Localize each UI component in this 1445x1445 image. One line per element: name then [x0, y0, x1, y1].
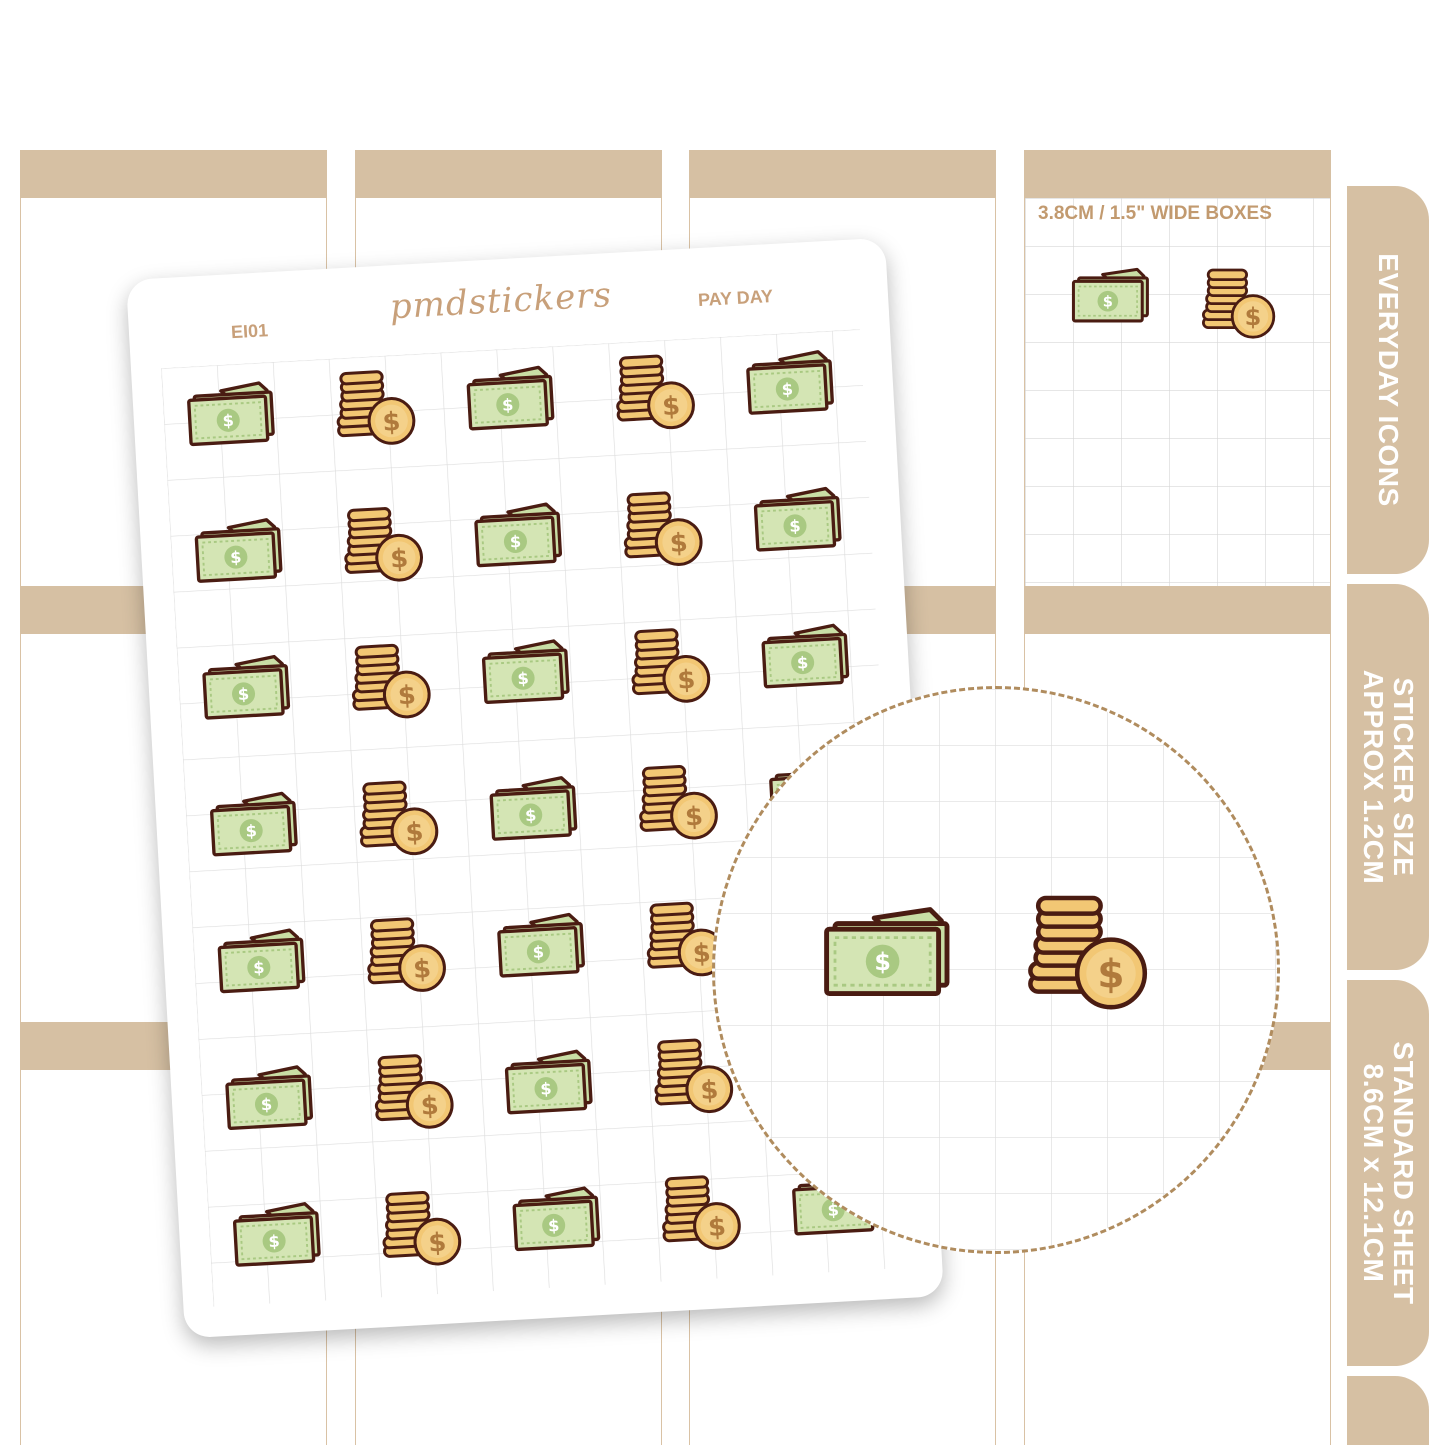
- zoom-grid: [715, 689, 1277, 1251]
- coin-stack-icon: [325, 361, 422, 452]
- cash-icon: [214, 926, 314, 997]
- coin-stack-icon: [363, 1045, 460, 1136]
- cash-icon: [463, 363, 563, 434]
- cash-icon: [751, 484, 851, 555]
- cash-icon: [230, 1199, 330, 1270]
- column-header-band: [20, 150, 327, 198]
- cash-icon: [199, 652, 299, 723]
- cash-icon: [743, 347, 843, 418]
- column-header-band: [689, 150, 996, 198]
- column-header-band: [1024, 150, 1331, 198]
- coin-stack-icon: [340, 634, 437, 725]
- tab-standard-sheet[interactable]: STANDARD SHEET 8.6CM x 12.1CM: [1347, 980, 1429, 1366]
- wide-box-grid: [1025, 198, 1330, 588]
- cash-icon: [471, 500, 571, 571]
- cash-icon: [184, 379, 284, 450]
- tab-everyday-icons[interactable]: EVERYDAY ICONS: [1347, 186, 1429, 574]
- tab-label: STICKER SIZE APPROX 1.2CM: [1358, 669, 1419, 885]
- cash-icon: [509, 1184, 609, 1255]
- coin-stack-icon: [333, 498, 430, 589]
- cash-icon: [1070, 266, 1156, 326]
- cash-icon: [192, 515, 292, 586]
- coin-stack-icon: [1017, 885, 1153, 1015]
- cash-icon: [479, 637, 579, 708]
- coin-stack-icon: [612, 482, 709, 573]
- coin-stack-icon: [371, 1182, 468, 1273]
- cash-icon: [758, 621, 858, 692]
- tab-label: EVERYDAY ICONS: [1373, 253, 1404, 507]
- coin-stack-icon: [356, 908, 453, 999]
- sheet-code: EI01: [230, 320, 269, 343]
- cash-icon: [222, 1063, 322, 1134]
- column-row-band: [1024, 586, 1331, 634]
- cash-icon: [494, 910, 594, 981]
- sheet-title: PAY DAY: [697, 285, 774, 311]
- coin-stack-icon: [348, 771, 445, 862]
- column-header-band: [355, 150, 662, 198]
- coin-stack-icon: [628, 756, 725, 847]
- tab-label: STANDARD SHEET 8.6CM x 12.1CM: [1358, 1041, 1419, 1305]
- coin-stack-icon: [605, 345, 702, 436]
- cash-icon: [502, 1047, 602, 1118]
- brand-logo: pmdstickers: [388, 274, 613, 328]
- tab-sticker-size[interactable]: STICKER SIZE APPROX 1.2CM: [1347, 584, 1429, 970]
- zoom-detail-circle: [712, 686, 1280, 1254]
- coin-stack-icon: [620, 619, 717, 710]
- wide-boxes-label: 3.8CM / 1.5" WIDE BOXES: [1038, 203, 1272, 224]
- cash-icon: [821, 905, 961, 1001]
- cash-icon: [207, 789, 307, 860]
- cash-icon: [486, 773, 586, 844]
- coin-stack-icon: [1194, 262, 1280, 342]
- tab-extra[interactable]: [1347, 1376, 1429, 1445]
